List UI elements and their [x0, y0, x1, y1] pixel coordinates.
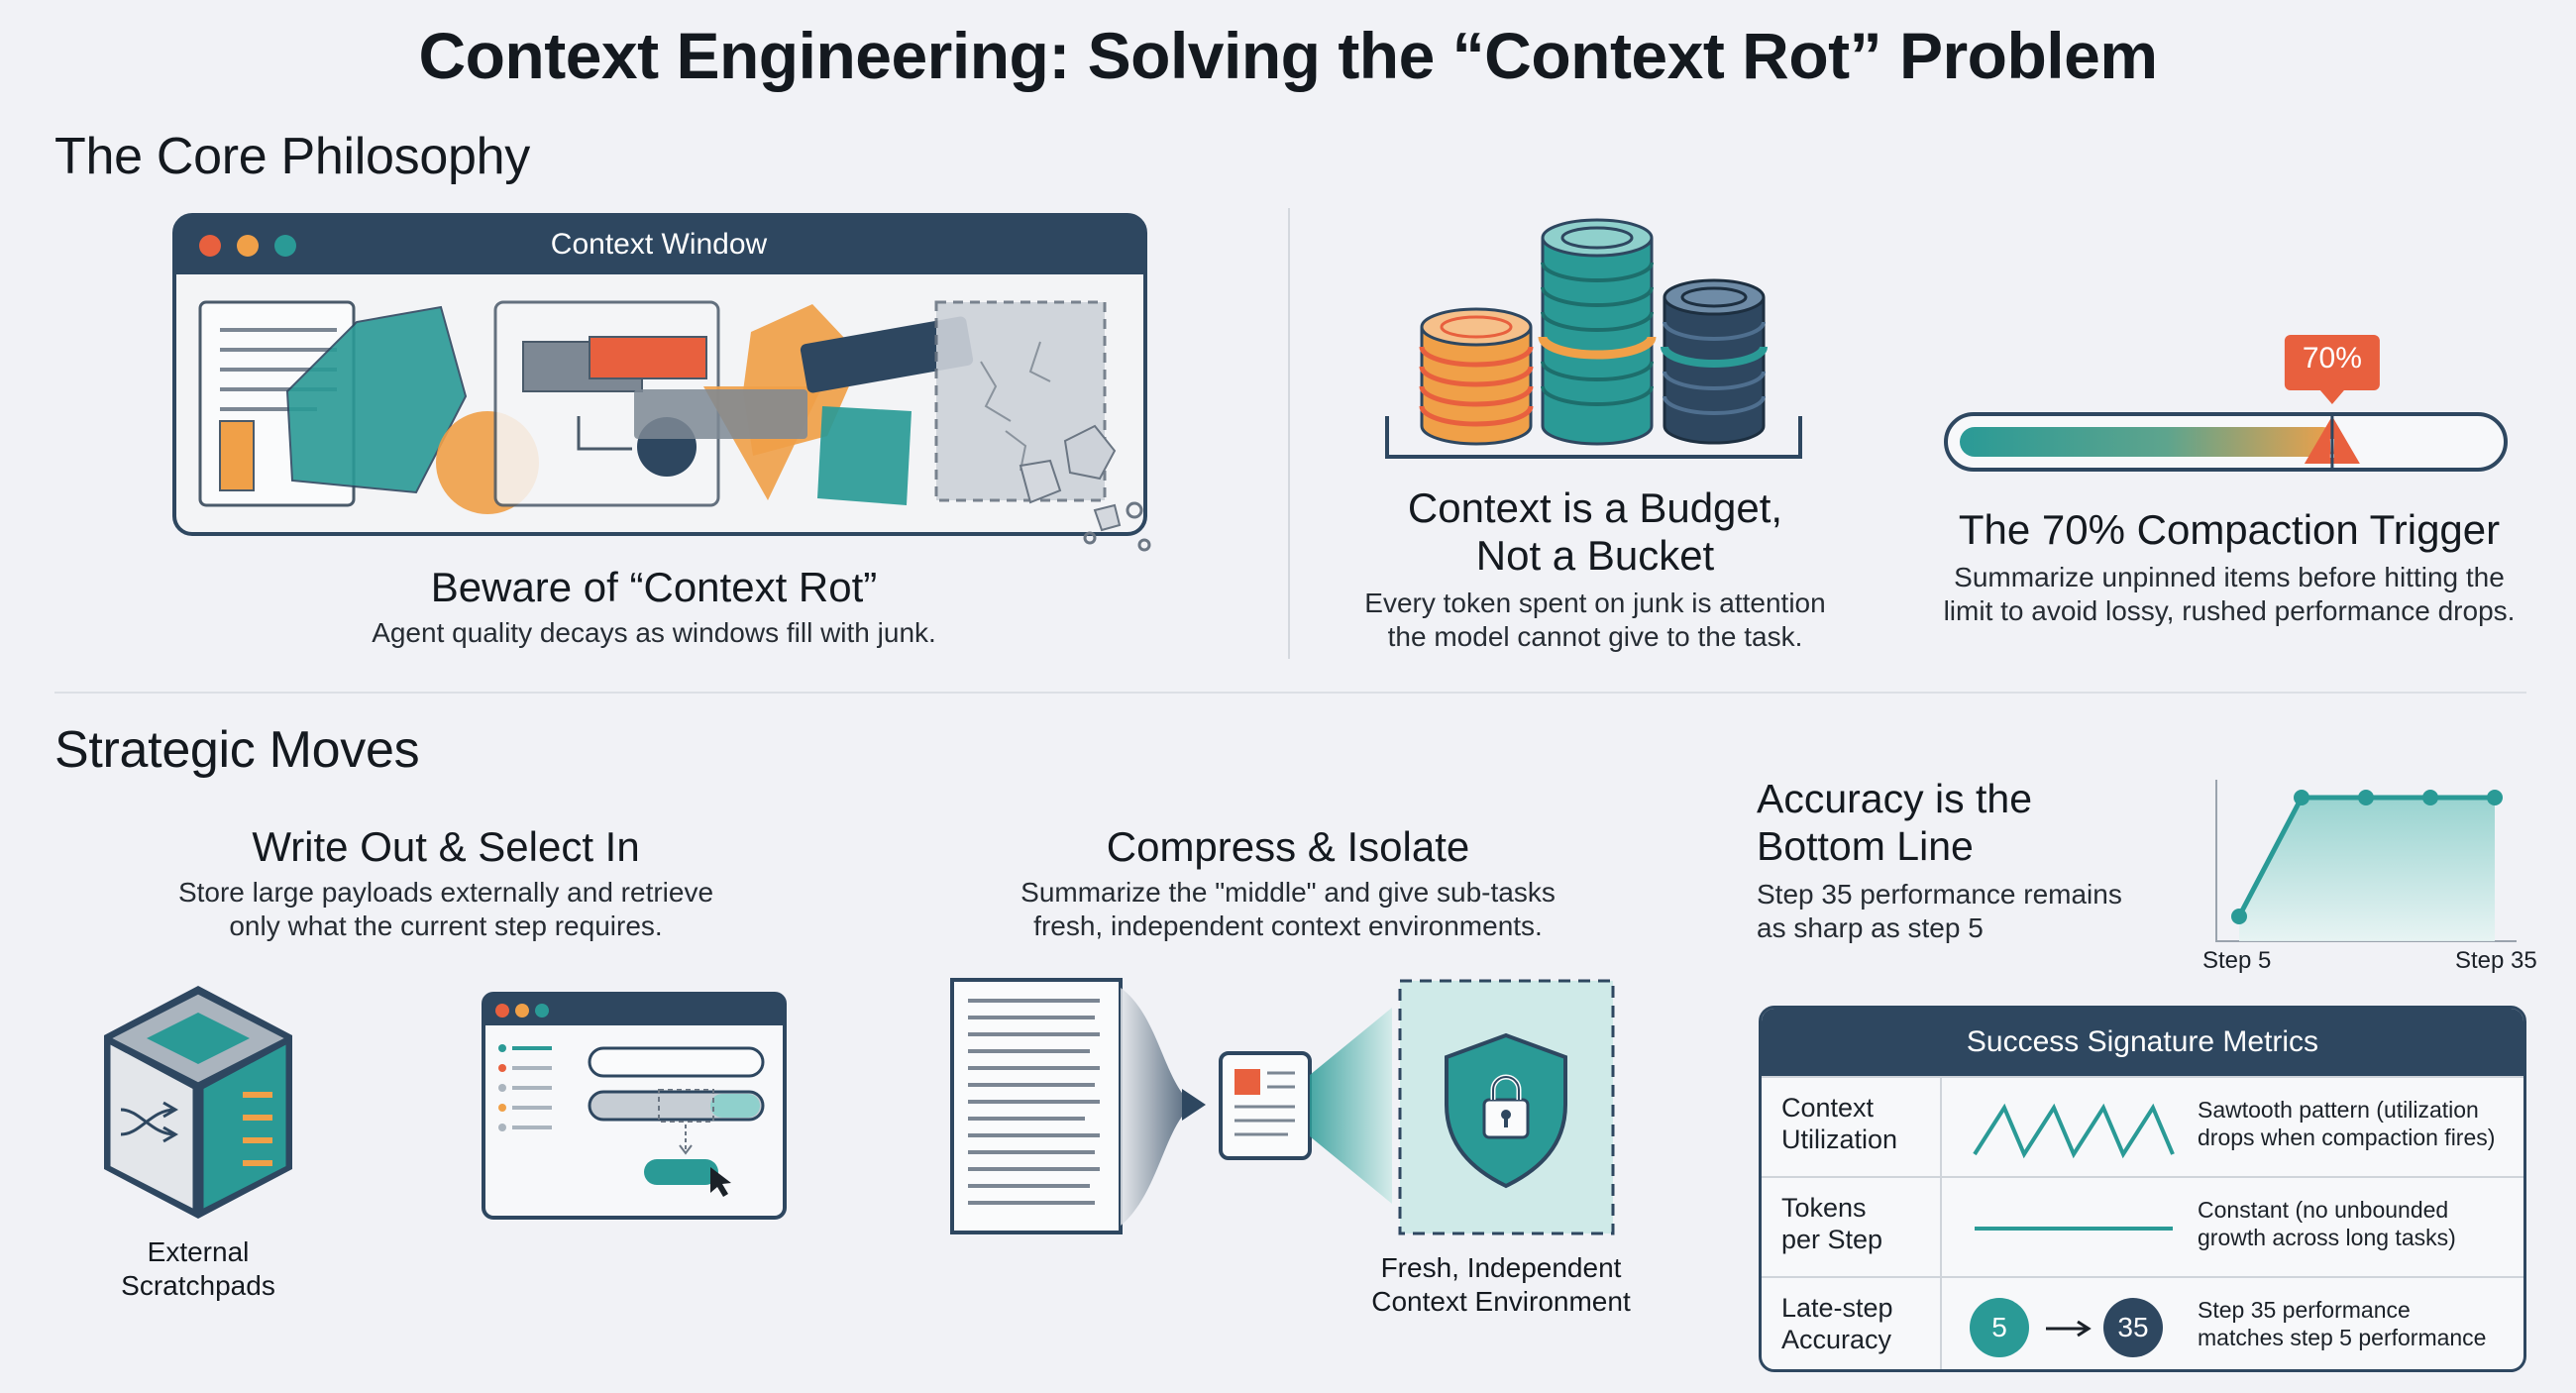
step-35-badge: 35: [2103, 1298, 2163, 1357]
compress-text-line1: Summarize the "middle" and give sub-task…: [1020, 877, 1556, 908]
constant-line-icon: [1975, 1227, 2173, 1231]
accuracy-text-line2: as sharp as step 5: [1757, 912, 1984, 943]
chart-x-start-label: Step 5: [2202, 947, 2272, 974]
context-window-title: Context Window: [550, 228, 768, 261]
core-divider: [1288, 208, 1290, 659]
trigger-text-line2: limit to avoid lossy, rushed performance…: [1943, 595, 2516, 626]
chart-x-end-label: Step 35: [2455, 947, 2537, 974]
row-label-line1: Late-step: [1781, 1293, 1893, 1323]
compress-text-line2: fresh, independent context environments.: [1033, 911, 1543, 941]
sawtooth-icon: [1973, 1103, 2175, 1159]
budget-caption-line1: Context is a Budget,: [1407, 484, 1783, 531]
write-text-line1: Store large payloads externally and retr…: [177, 877, 714, 908]
budget-text-line2: the model cannot give to the task.: [1387, 621, 1803, 652]
trigger-caption: The 70% Compaction Trigger: [1958, 506, 2501, 553]
compress-isolate-illustration: [950, 978, 1615, 1235]
row-desc-line2: drops when compaction fires): [2198, 1125, 2496, 1151]
strategic-moves-heading: Strategic Moves: [54, 721, 420, 779]
metrics-row-desc: Constant (no unbounded growth across lon…: [2198, 1196, 2456, 1251]
row-label-line2: per Step: [1781, 1225, 1883, 1255]
env-label-line2: Context Environment: [1371, 1286, 1631, 1317]
step-5-badge: 5: [1970, 1298, 2029, 1357]
metrics-row-label: Context Utilization: [1781, 1092, 1897, 1156]
metrics-row-utilization: Context Utilization Sawtooth pattern (ut…: [1762, 1076, 2523, 1176]
scratchpad-label-line1: External: [147, 1236, 250, 1267]
write-caption: Write Out & Select In: [252, 823, 640, 870]
metrics-row-tokens: Tokens per Step Constant (no unbounded g…: [1762, 1176, 2523, 1276]
context-rot-caption: Beware of “Context Rot”: [430, 564, 878, 610]
metrics-table-title: Success Signature Metrics: [1762, 1009, 2523, 1076]
row-label-line2: Utilization: [1781, 1125, 1898, 1155]
row-desc-line1: Step 35 performance: [2198, 1297, 2411, 1323]
budget-caption-line2: Not a Bucket: [1475, 532, 1715, 579]
row-desc-line2: growth across long tasks): [2198, 1225, 2456, 1251]
metrics-row-label: Tokens per Step: [1781, 1192, 1882, 1256]
external-scratchpad-icon: [104, 986, 292, 1219]
row-desc-line2: matches step 5 performance: [2198, 1325, 2487, 1351]
compaction-progress-bar: !: [1944, 335, 2508, 472]
row-label-line1: Context: [1781, 1093, 1875, 1123]
row-label-line2: Accuracy: [1781, 1325, 1892, 1355]
metrics-row-accuracy: Late-step Accuracy 5 35 Step 35 performa…: [1762, 1276, 2523, 1369]
core-philosophy-heading: The Core Philosophy: [54, 128, 530, 185]
budget-text-line1: Every token spent on junk is attention: [1364, 588, 1826, 618]
env-label-line1: Fresh, Independent: [1380, 1252, 1622, 1283]
accuracy-text-line1: Step 35 performance remains: [1757, 879, 2122, 910]
compress-caption: Compress & Isolate: [1106, 823, 1470, 870]
section-divider: [54, 692, 2526, 694]
page-title: Context Engineering: Solving the “Contex…: [418, 19, 2158, 92]
context-window-illustration: [172, 213, 1151, 552]
row-desc-line1: Sawtooth pattern (utilization: [2198, 1097, 2479, 1123]
trigger-badge-label: 70%: [2302, 342, 2362, 375]
context-rot-text: Agent quality decays as windows fill wit…: [372, 617, 936, 648]
arrow-right-icon: [2046, 1320, 2092, 1338]
row-desc-line1: Constant (no unbounded: [2198, 1197, 2449, 1223]
metrics-row-desc: Step 35 performance matches step 5 perfo…: [2198, 1296, 2486, 1351]
write-text-line2: only what the current step requires.: [229, 911, 663, 941]
row-label-line1: Tokens: [1781, 1193, 1867, 1223]
select-in-window-icon: [482, 992, 787, 1220]
budget-coins-icon: [1385, 218, 1802, 459]
accuracy-caption-line2: Bottom Line: [1757, 823, 1974, 869]
scratchpad-label-line2: Scratchpads: [121, 1270, 275, 1301]
metrics-column-divider: [1940, 1076, 1942, 1369]
trigger-text-line1: Summarize unpinned items before hitting …: [1954, 562, 2505, 592]
metrics-row-desc: Sawtooth pattern (utilization drops when…: [2198, 1096, 2495, 1151]
accuracy-chart: [2215, 780, 2517, 942]
success-metrics-table: Success Signature Metrics Context Utiliz…: [1759, 1006, 2526, 1372]
metrics-row-label: Late-step Accuracy: [1781, 1292, 1893, 1356]
accuracy-caption-line1: Accuracy is the: [1757, 776, 2032, 821]
